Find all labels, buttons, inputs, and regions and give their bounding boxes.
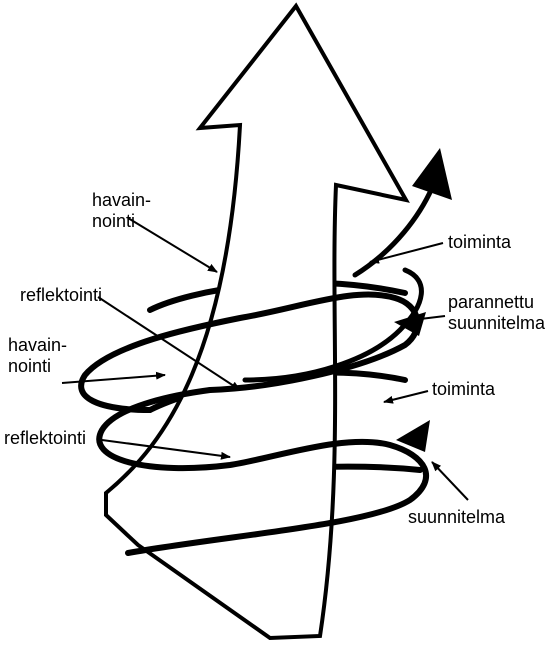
label-parannettu-suunnitelma: parannettu suunnitelma xyxy=(448,292,546,333)
pointer-reflektointi-bottom xyxy=(101,439,231,460)
label-reflektointi-top: reflektointi xyxy=(20,285,103,305)
label-reflektointi-bottom: reflektointi xyxy=(4,428,87,448)
label-suunnitelma: suunnitelma xyxy=(408,507,506,527)
pointer-toiminta-top xyxy=(369,242,444,264)
pointer-suunnitelma xyxy=(431,461,469,501)
spiral-top-tail xyxy=(352,185,435,278)
spiral-front-lower xyxy=(96,387,430,556)
label-toiminta-mid: toiminta xyxy=(432,379,496,399)
label-havainnointi-top: havain- nointi xyxy=(92,190,152,231)
spiral-front-upper xyxy=(242,267,424,383)
pointer-havainnointi-top xyxy=(127,217,218,273)
label-toiminta-top: toiminta xyxy=(448,232,512,252)
pointer-reflektointi-top xyxy=(97,296,241,391)
big-arrow-shape xyxy=(104,2,410,641)
label-havainnointi-mid: havain- nointi xyxy=(8,335,68,376)
spiral-arrowhead-top xyxy=(412,148,452,200)
pointer-havainnointi-mid xyxy=(61,371,166,384)
pointer-toiminta-mid xyxy=(383,390,429,404)
spiral-arrowhead-bottom xyxy=(396,420,430,452)
spiral-front-mid xyxy=(78,291,421,413)
pointer-parannettu-suunnitelma xyxy=(411,314,446,323)
